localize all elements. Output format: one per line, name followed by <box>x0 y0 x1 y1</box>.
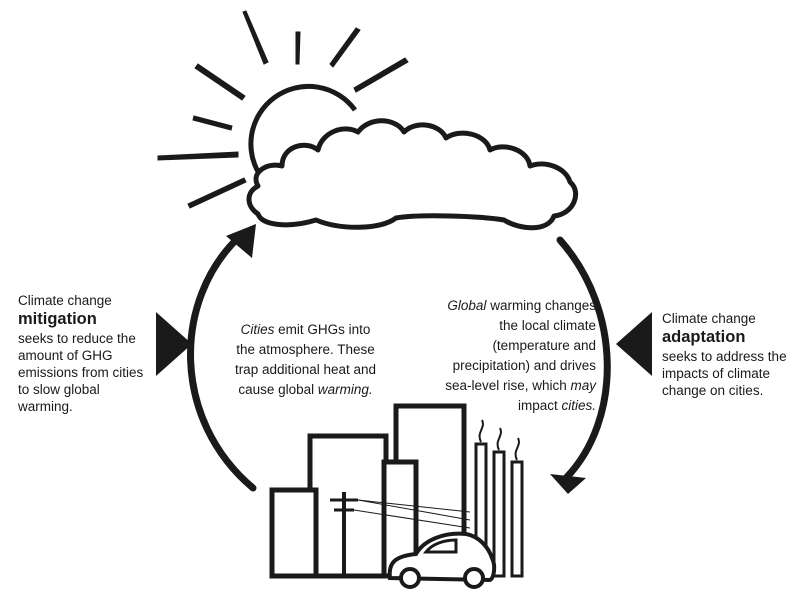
cycle-emission-line: trap additional heat and <box>234 362 377 377</box>
cycle-emission-emph: warming. <box>317 382 373 397</box>
mitigation-line: seeks to reduce the <box>18 331 136 346</box>
cycle-emission-emph: Cities <box>240 322 275 337</box>
cycle-impact-emph: cities. <box>561 398 596 413</box>
adaptation-term: adaptation <box>662 328 746 346</box>
mitigation-line: emissions from cities <box>18 365 144 380</box>
cycle-impact-line: the local climate <box>499 318 596 333</box>
cycle-arrow-icon <box>550 236 611 494</box>
cycle-impact-span: sea-level rise, which <box>445 378 571 393</box>
mitigation-term: mitigation <box>18 310 97 328</box>
cycle-emission-span: emit GHGs into <box>274 322 371 337</box>
triangle-pointer-icon <box>616 312 652 376</box>
cycle-impact-line: precipitation) and drives <box>452 358 596 373</box>
adaptation-intro: Climate change <box>662 311 756 326</box>
mitigation-line: to slow global <box>18 382 100 397</box>
cycle-impact-line: sea-level rise, which may <box>420 376 596 396</box>
cycle-impact-span: impact <box>517 398 562 413</box>
mitigation-description: Climate change mitigation seeks to reduc… <box>18 292 168 415</box>
adaptation-line: seeks to address the <box>662 349 787 364</box>
adaptation-line: impacts of climate <box>662 366 771 381</box>
mitigation-line: warming. <box>18 399 73 414</box>
triangle-pointer-icon <box>156 312 192 376</box>
cycle-impact-line: impact cities. <box>420 396 596 416</box>
cloud-icon <box>246 118 578 231</box>
cycle-emission-span: cause global <box>238 382 318 397</box>
cycle-impact-line: (temperature and <box>492 338 596 353</box>
cycle-impact-span: warming changes <box>486 298 596 313</box>
cycle-emission-text: Cities emit GHGs into the atmosphere. Th… <box>218 320 393 400</box>
adaptation-line: change on cities. <box>662 383 764 398</box>
cycle-emission-line: cause global warming. <box>218 380 393 400</box>
car-icon <box>387 531 497 589</box>
cycle-impact-emph: Global <box>447 298 487 313</box>
mitigation-intro: Climate change <box>18 293 112 308</box>
utility-pole-icon <box>330 492 471 576</box>
cycle-impact-emph: may <box>570 378 596 393</box>
mitigation-line: amount of GHG <box>18 348 113 363</box>
cycle-emission-line: Cities emit GHGs into <box>218 320 393 340</box>
adaptation-description: Climate change adaptation seeks to addre… <box>662 310 797 399</box>
cycle-arrow-icon <box>187 224 257 492</box>
cycle-emission-line: the atmosphere. These <box>236 342 375 357</box>
cycle-impact-text: Global warming changes the local climate… <box>420 296 596 416</box>
cycle-impact-line: Global warming changes <box>420 296 596 316</box>
sun-icon <box>157 10 409 209</box>
